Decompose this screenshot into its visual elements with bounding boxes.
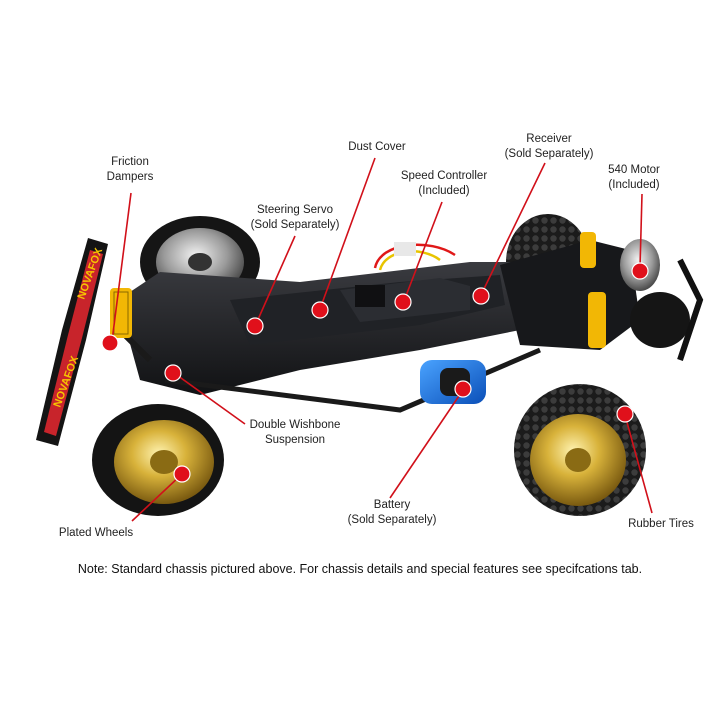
callout-lines — [111, 157, 653, 522]
line-friction-dampers — [111, 192, 132, 342]
battery-pack — [420, 360, 486, 404]
line-double-wishbone — [173, 372, 246, 425]
rear-damper — [580, 232, 606, 348]
marker-friction-dampers — [101, 334, 119, 352]
label-receiver: Receiver (Sold Separately) — [494, 132, 604, 162]
front-damper — [110, 288, 132, 338]
front-near-wheel — [92, 404, 224, 516]
label-line2: (Sold Separately) — [504, 148, 594, 160]
label-line1: Double Wishbone — [249, 419, 341, 431]
label-line2: Dampers — [106, 171, 154, 183]
label-line1: Dust Cover — [348, 141, 406, 153]
line-540-motor — [639, 193, 643, 269]
line-dust-cover — [319, 157, 376, 310]
marker-dust-cover — [311, 301, 329, 319]
label-battery: Battery (Sold Separately) — [338, 498, 446, 528]
label-line2: (Sold Separately) — [347, 514, 437, 526]
callout-markers — [101, 262, 649, 483]
line-plated-wheels — [131, 474, 182, 522]
line-battery — [389, 389, 464, 499]
label-line1: Steering Servo — [256, 204, 334, 216]
label-line2: (Included) — [418, 185, 470, 197]
label-line1: Battery — [373, 499, 411, 511]
label-plated-wheels: Plated Wheels — [48, 526, 144, 541]
label-line2: Suspension — [264, 434, 326, 446]
label-line1: 540 Motor — [608, 164, 660, 176]
label-line1: Rubber Tires — [628, 518, 694, 530]
label-double-wishbone: Double Wishbone Suspension — [240, 418, 350, 448]
label-steering-servo: Steering Servo (Sold Separately) — [240, 203, 350, 233]
marker-speed-controller — [394, 293, 412, 311]
footnote: Note: Standard chassis pictured above. F… — [77, 562, 643, 576]
marker-plated-wheels — [173, 465, 191, 483]
line-receiver — [480, 162, 546, 296]
label-line1: Speed Controller — [400, 170, 488, 182]
label-line1: Plated Wheels — [58, 527, 134, 539]
rear-near-wheel — [514, 384, 646, 516]
car-illustration: NOVAFOX NOVAFOX — [36, 214, 704, 516]
marker-battery — [454, 380, 472, 398]
marker-rubber-tires — [616, 405, 634, 423]
marker-receiver — [472, 287, 490, 305]
label-rubber-tires: Rubber Tires — [618, 517, 704, 532]
label-dust-cover: Dust Cover — [336, 140, 418, 155]
line-speed-controller — [403, 201, 443, 302]
marker-steering-servo — [246, 317, 264, 335]
rear-wing: NOVAFOX NOVAFOX — [36, 238, 108, 446]
label-line1: Receiver — [526, 133, 572, 145]
marker-double-wishbone — [164, 364, 182, 382]
label-line1: Friction — [111, 156, 149, 168]
label-line2: (Included) — [608, 179, 660, 191]
label-friction-dampers: Friction Dampers — [92, 155, 168, 185]
line-steering-servo — [255, 235, 296, 325]
label-540-motor: 540 Motor (Included) — [596, 163, 672, 193]
line-rubber-tires — [624, 414, 653, 514]
label-line2: (Sold Separately) — [250, 219, 340, 231]
marker-540-motor — [631, 262, 649, 280]
chassis — [117, 262, 575, 413]
label-speed-controller: Speed Controller (Included) — [392, 169, 496, 199]
